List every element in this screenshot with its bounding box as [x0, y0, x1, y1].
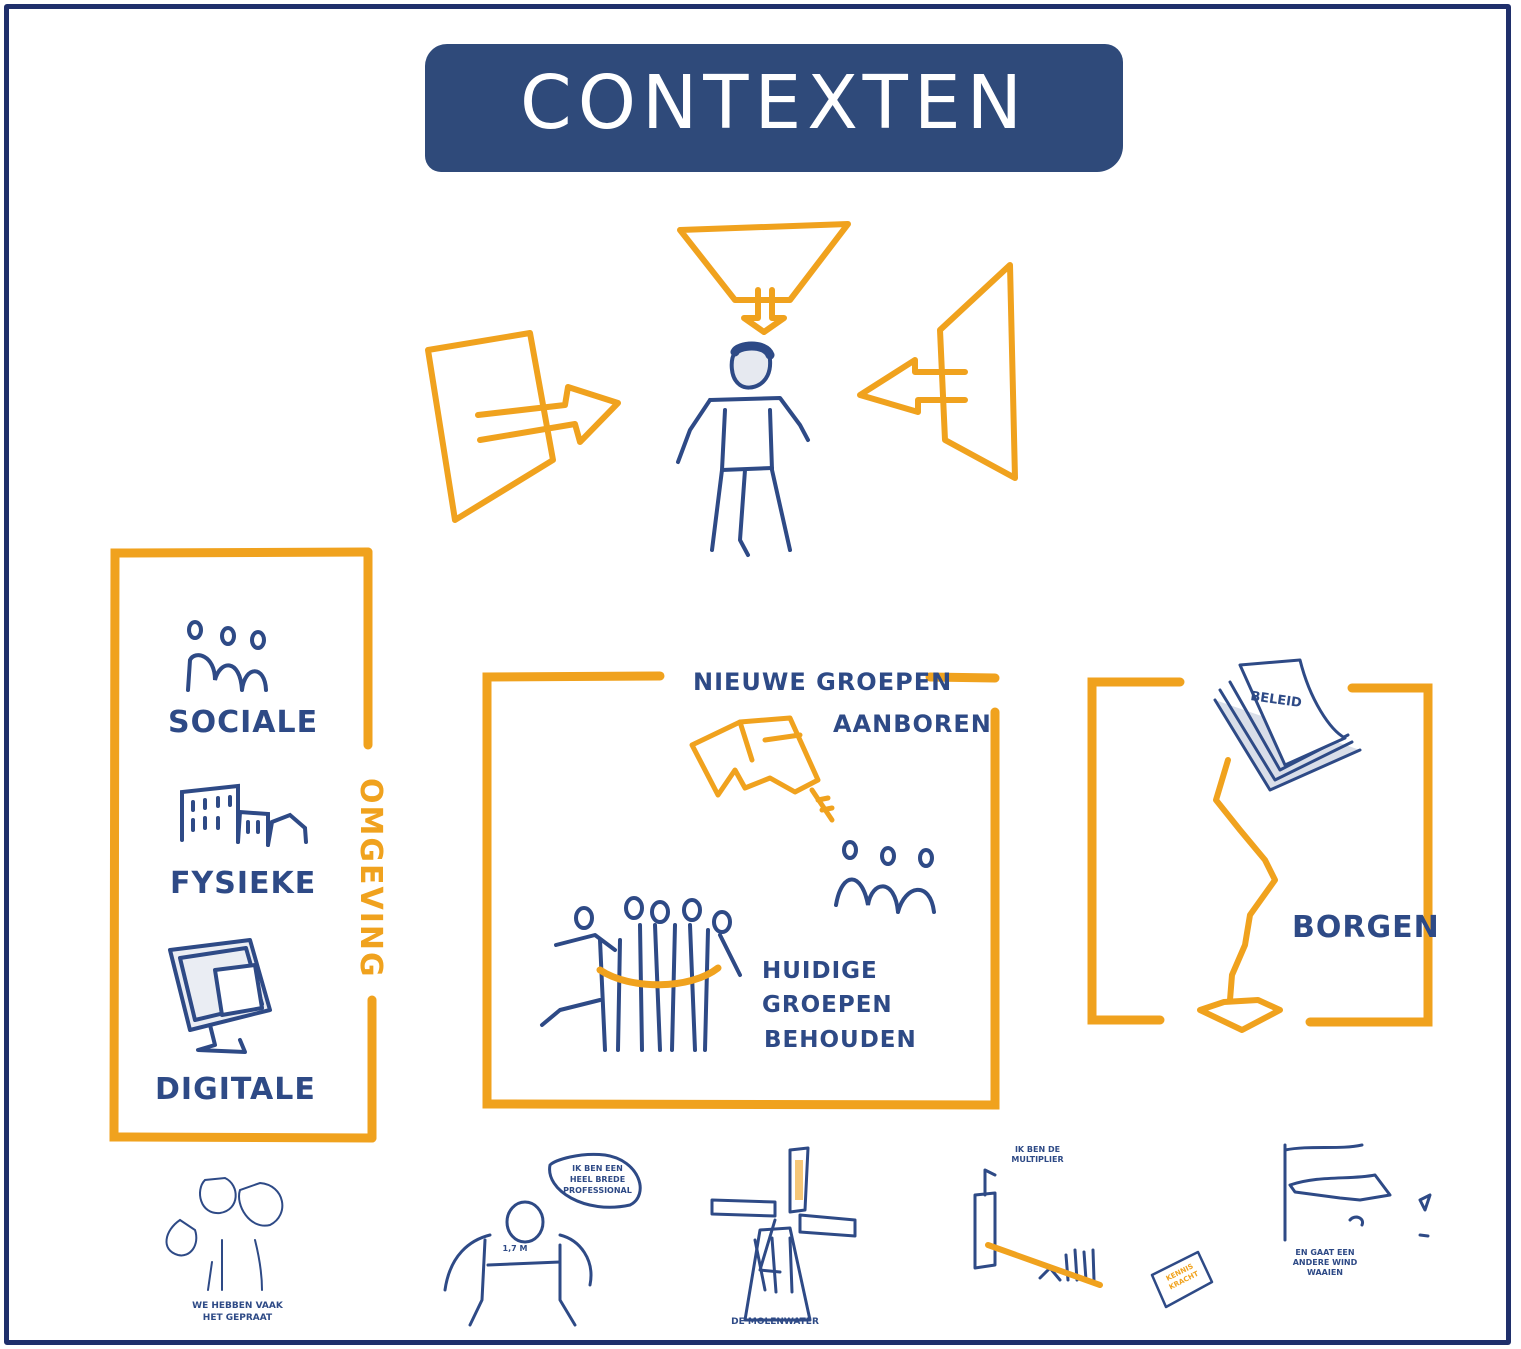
- caption-multiplier: IK BEN DE MULTIPLIER: [1011, 1145, 1064, 1164]
- groups-frame: [482, 671, 1000, 1110]
- caption-talk: WE HEBBEN VAAK HET GEPRAAT: [192, 1301, 283, 1323]
- group-huddle-icon: [540, 896, 742, 1052]
- physical-label: FYSIEKE: [170, 866, 317, 901]
- environment-frame: [109, 547, 377, 1143]
- policy-documents-icon: [1213, 658, 1362, 792]
- windmill-icon: [710, 1146, 857, 1322]
- knowledge-sign-icon: [1150, 1250, 1214, 1309]
- caption-wind: EN GAAT EEN ANDERE WIND WAAIEN: [1292, 1248, 1358, 1277]
- new-groups-label-2: AANBOREN: [833, 710, 992, 738]
- windmill-blade-highlight: [795, 1160, 803, 1200]
- drill-icon: [689, 715, 835, 823]
- page-title: CONTEXTEN: [520, 60, 1028, 146]
- huddle-band: [596, 964, 722, 989]
- hero-tag: 1,7 M: [502, 1244, 528, 1253]
- borgen-label: BORGEN: [1292, 910, 1440, 945]
- title-banner: [425, 44, 1123, 172]
- outer-frame: [4, 4, 1511, 1345]
- seesaw-icon: [973, 1168, 1096, 1282]
- computer-icon: [168, 938, 272, 1054]
- speech-bubble-text: IK BEN EEN HEEL BREDE PROFESSIONAL: [563, 1164, 632, 1195]
- speech-bubbles-icon: [165, 1176, 284, 1291]
- current-groups-label-1: HUIDIGE: [762, 958, 878, 984]
- borgen-frame: [1087, 677, 1433, 1027]
- social-label: SOCIALE: [168, 705, 319, 740]
- strong-professional-icon: [443, 1152, 642, 1327]
- chain-icon: [1197, 757, 1283, 1033]
- flag-wind-icon: [1283, 1143, 1432, 1242]
- buildings-icon: [180, 783, 308, 847]
- new-groups-label: NIEUWE GROEPEN: [693, 668, 953, 696]
- person-icon: [676, 341, 810, 557]
- caption-mill: DE MOLENWATER: [731, 1317, 819, 1327]
- social-people-icon: [186, 620, 268, 692]
- current-groups-label-3: BEHOUDEN: [764, 1027, 917, 1053]
- new-group-people-icon: [834, 840, 936, 914]
- current-groups-label-2: GROEPEN: [762, 992, 893, 1018]
- screens-arrows-icon: [425, 221, 1018, 523]
- seesaw-plank: [985, 1242, 1103, 1288]
- digital-label: DIGITALE: [155, 1072, 316, 1107]
- policy-doc-label: BELEID: [1249, 689, 1302, 711]
- environment-vertical-label: OMGEVING: [353, 778, 388, 979]
